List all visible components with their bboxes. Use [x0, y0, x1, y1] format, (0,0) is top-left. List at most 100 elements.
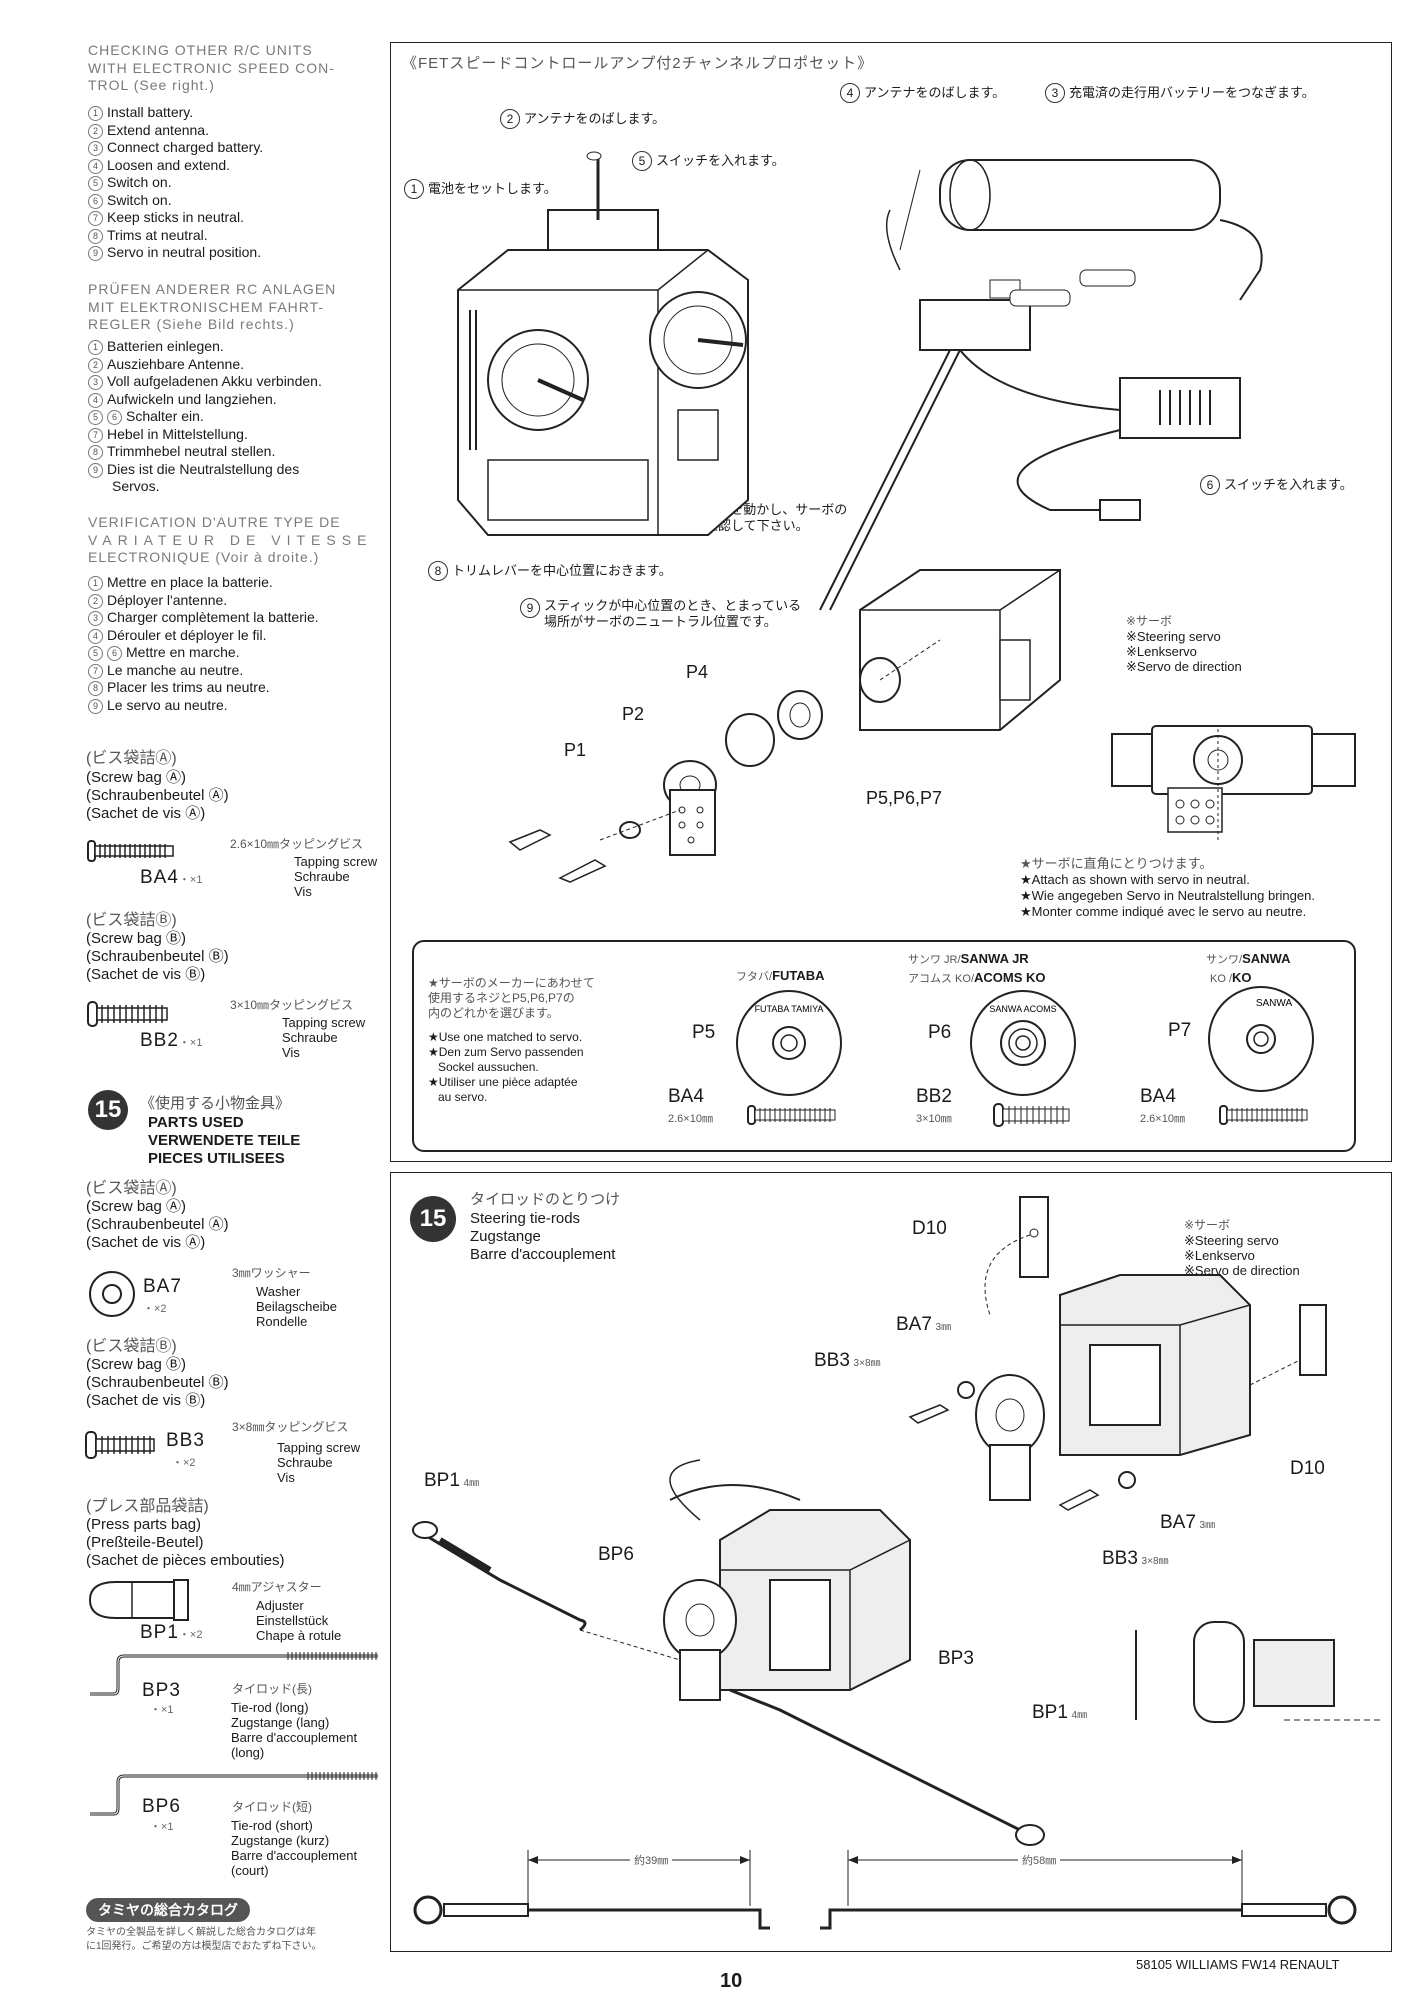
tapping-screw-icon: [87, 840, 174, 862]
ba4b-screw-size: 2.6×10㎜: [1140, 1113, 1185, 1125]
label-p7: P7: [1168, 1020, 1192, 1041]
tapping-screw-icon: [87, 1001, 168, 1027]
bag-a2-jp: (ビス袋詰Ⓐ): [86, 1180, 177, 1197]
attach-note: ★サーボに直角にとりつけます。 ★Attach as shown with se…: [1020, 856, 1315, 919]
ba4b-screw-label: BA4: [1140, 1086, 1176, 1107]
tie-rod-dimensions: [413, 1850, 1357, 1930]
screw-icon: [747, 1105, 836, 1125]
washer-icon: [89, 1271, 135, 1317]
selection-note: ★Use one matched to servo.★Den zum Servo…: [428, 1030, 584, 1104]
transmitter-illustration: [457, 151, 749, 536]
adjuster-icon: [88, 1579, 189, 1621]
ba4-size: 2.6×10㎜タッピングビス: [230, 837, 364, 851]
servo-tie-rod-upper-illustration: [908, 1196, 1327, 1511]
ba7-qty: ・×2: [143, 1303, 167, 1315]
label-p1: P1: [564, 740, 587, 760]
bp6-size: タイロッド(短): [232, 1800, 312, 1814]
parts-used-jp: 《使用する小物金具》: [140, 1095, 291, 1112]
bb3-size: 3×8㎜タッピングビス: [232, 1420, 349, 1434]
label-bp1-left: BP1 4㎜: [424, 1470, 480, 1491]
bag-a-jp: (ビス袋詰Ⓐ): [86, 750, 177, 767]
bp6-desc: Tie-rod (short)Zugstange (kurz)Barre d'a…: [231, 1818, 358, 1878]
ba4-screw-size: 2.6×10㎜: [668, 1113, 713, 1125]
selection-note-jp: ★サーボのメーカーにあわせて使用するネジとP5,P6,P7の内のどれかを選びます…: [428, 976, 595, 1020]
dim-58mm: 約58㎜: [1018, 1852, 1061, 1868]
bb2-screw-label: BB2: [916, 1086, 952, 1107]
sanwa-jr-label: サンワ JR/SANWA JR アコムス KO/ACOMS KO: [908, 951, 1046, 985]
label-bp1-right: BP1 4㎜: [1032, 1702, 1088, 1723]
bb2-screw-size: 3×10㎜: [916, 1113, 952, 1125]
sanwa-label: サンワ/SANWA KO /KO: [1206, 951, 1291, 985]
futaba-label: フタバ/FUTABA: [736, 968, 825, 983]
ba4-code: BA4・×1: [140, 867, 203, 888]
bb2-code: BB2・×1: [140, 1030, 203, 1051]
wheel-partial-illustration: [1135, 1621, 1384, 1723]
bag-b: (Screw bag Ⓑ)(Schraubenbeutel Ⓑ)(Sachet …: [86, 930, 229, 983]
bp3-qty: ・×1: [150, 1704, 174, 1716]
servo-horn-illustration: [508, 569, 1061, 883]
label-p6: P6: [928, 1022, 952, 1043]
bp3-size: タイロッド(長): [232, 1682, 312, 1696]
bag-a2: (Screw bag Ⓐ)(Schraubenbeutel Ⓐ)(Sachet …: [86, 1198, 229, 1251]
radio-set-title: 《FETスピードコントロールアンプ付2チャンネルプロポセット》: [402, 55, 874, 72]
step-15-title-jp: タイロッドのとりつけ: [470, 1191, 621, 1208]
sanwa-horn-disc: SANWA: [1208, 986, 1314, 1092]
step-15-panel: [390, 1172, 1392, 1952]
servo-tie-rod-lower-illustration: [412, 1459, 1045, 1846]
ba7-size: 3㎜ワッシャー: [232, 1266, 311, 1280]
label-d10-right: D10: [1290, 1458, 1325, 1479]
label-p5-p6-p7: P5,P6,P7: [866, 788, 943, 808]
radio-check-panel: [390, 42, 1392, 1162]
receiver-battery-illustration: [819, 159, 1263, 611]
model-footer: 58105 WILLIAMS FW14 RENAULT: [1136, 1957, 1340, 1972]
page-number: 10: [720, 1970, 743, 1992]
bb2-size: 3×10㎜タッピングビス: [230, 998, 354, 1012]
servo-selection-panel: [412, 940, 1356, 1152]
bb3-qty: ・×2: [172, 1457, 196, 1469]
bag-a: (Screw bag Ⓐ)(Schraubenbeutel Ⓐ)(Sachet …: [86, 769, 229, 822]
catalog-badge: タミヤの総合カタログ: [86, 1898, 250, 1922]
label-ba7-lower: BA7 3㎜: [1160, 1512, 1216, 1533]
bp1-code: BP1・×2: [140, 1622, 203, 1643]
label-ba7-upper: BA7 3㎜: [896, 1314, 952, 1335]
label-bp3: BP3: [938, 1648, 974, 1669]
bag-b2-jp: (ビス袋詰Ⓑ): [86, 1338, 177, 1355]
press-bag-jp: (プレス部品袋詰): [86, 1498, 209, 1515]
bag-b-jp: (ビス袋詰Ⓑ): [86, 912, 177, 929]
sanwa-acoms-disc-text: SANWA ACOMS: [989, 1004, 1056, 1014]
tie-rod-long-icon: [90, 1652, 378, 1696]
servo-front-view: [1111, 725, 1356, 842]
tie-rod-short-icon: [90, 1772, 378, 1816]
label-d10-top: D10: [912, 1218, 947, 1239]
sanwa-disc-text: SANWA: [1256, 998, 1293, 1009]
bp1-size: 4㎜アジャスター: [232, 1580, 322, 1594]
bp3-code: BP3: [142, 1680, 181, 1701]
label-bp6: BP6: [598, 1544, 634, 1565]
bp6-code: BP6: [142, 1796, 181, 1817]
press-bag: (Press parts bag)(Preßteile-Beutel)(Sach…: [86, 1516, 285, 1569]
bag-b2: (Screw bag Ⓑ)(Schraubenbeutel Ⓑ)(Sachet …: [86, 1356, 229, 1409]
screw-icon: [993, 1103, 1070, 1127]
bp3-desc: Tie-rod (long)Zugstange (lang)Barre d'ac…: [231, 1700, 358, 1760]
futaba-horn-disc: FUTABA TAMIYA: [736, 990, 842, 1096]
label-p5: P5: [692, 1022, 716, 1043]
ba7-code: BA7: [143, 1276, 182, 1297]
